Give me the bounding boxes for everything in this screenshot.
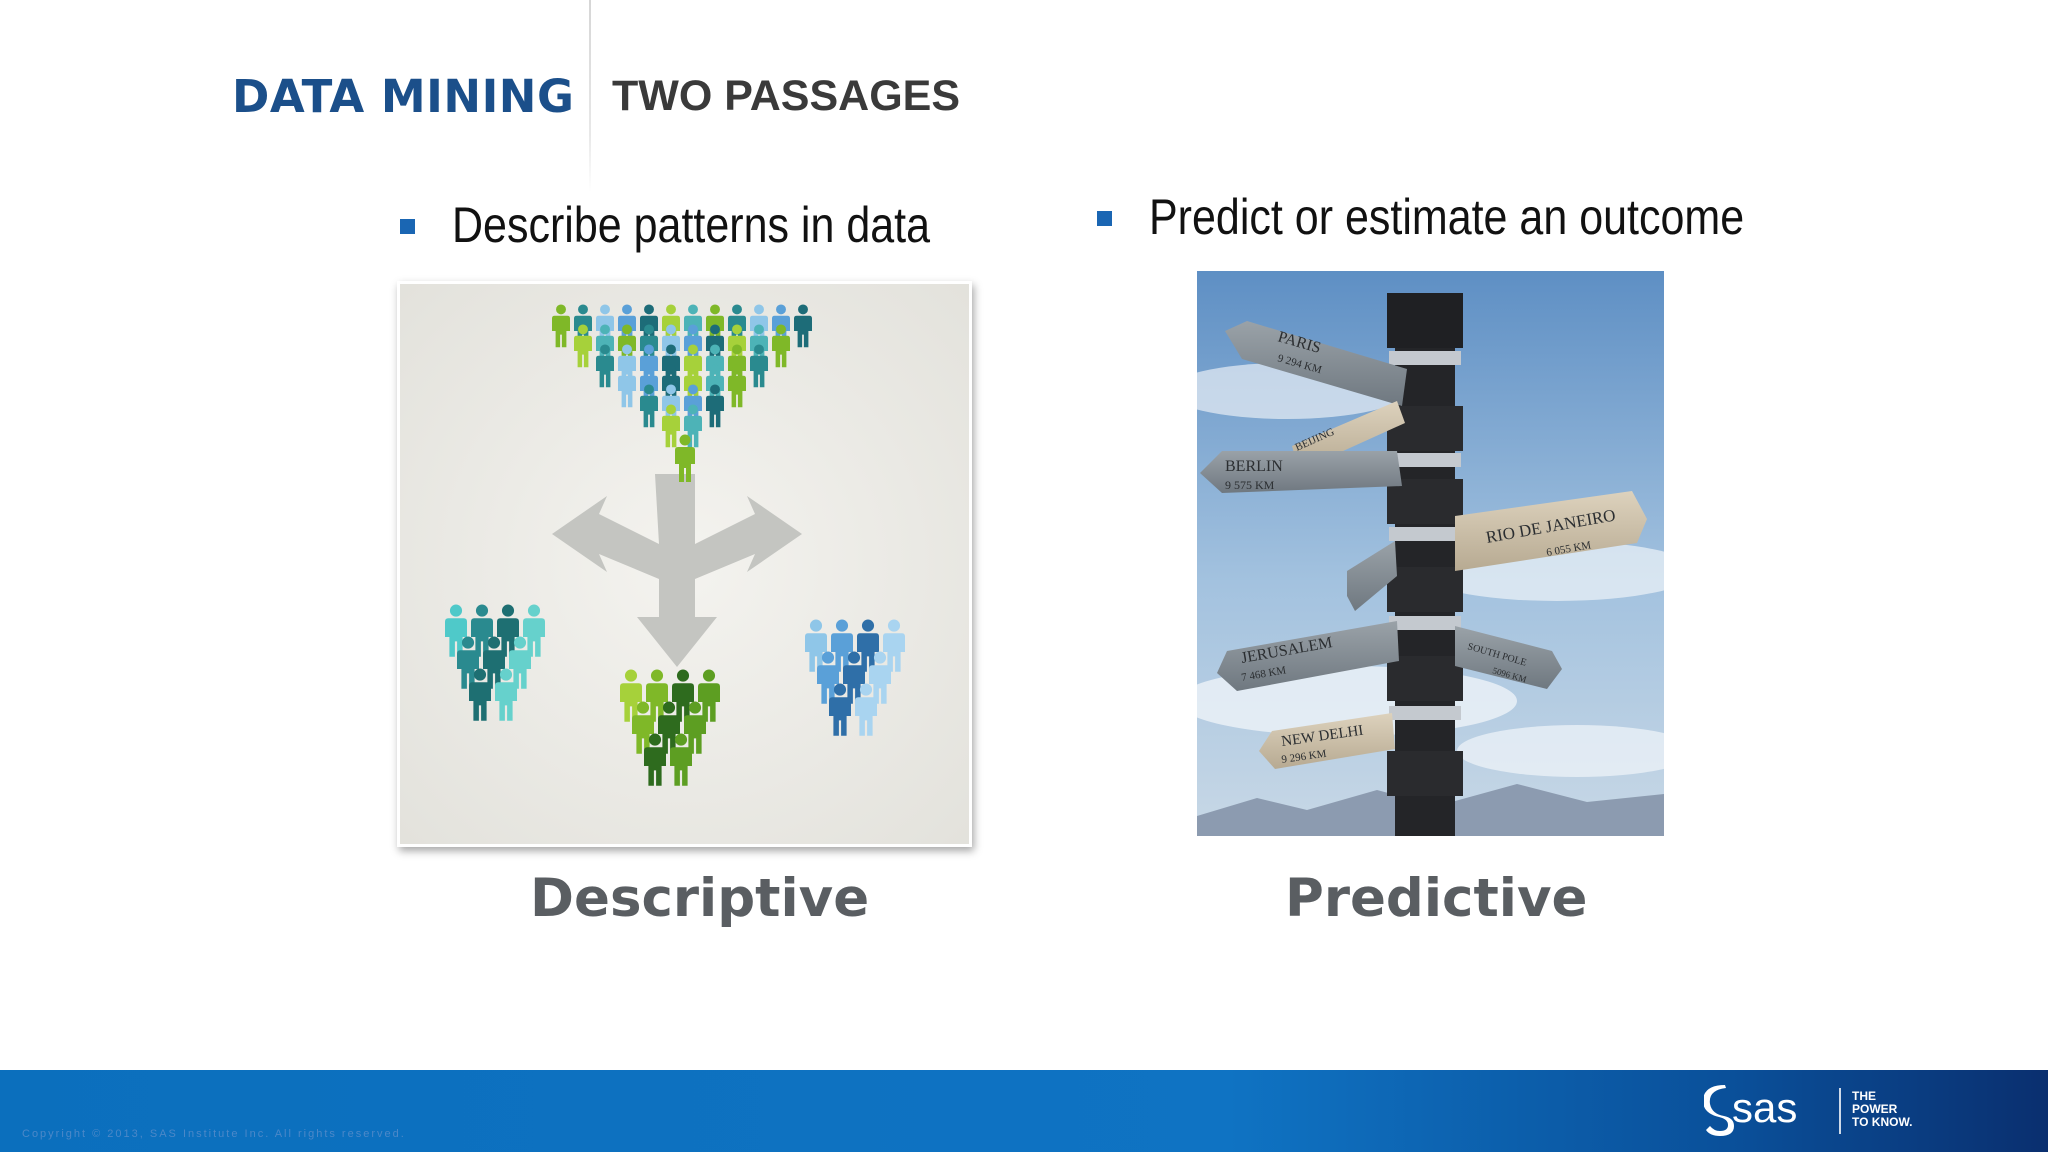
people-clustering-illustration [397,281,972,847]
copyright-text: Copyright © 2013, SAS Institute Inc. All… [22,1128,406,1140]
bullet-square-icon [1097,211,1112,226]
slide-title: DATA MINING [232,70,575,123]
signpost-photo: PARIS 9 294 KM BEIJING BERLIN 9 575 KM R… [1197,271,1664,836]
svg-text:POWER: POWER [1852,1102,1898,1116]
footer-bar [0,1070,2048,1152]
bullet-descriptive: Describe patterns in data [452,197,931,253]
slide-subtitle: TWO PASSAGES [612,72,961,120]
svg-text:TO KNOW.: TO KNOW. [1852,1115,1912,1129]
caption-predictive: Predictive [1285,868,1588,929]
bullet-square-icon [400,219,415,234]
sign-berlin: BERLIN [1225,458,1283,475]
title-divider [589,0,591,192]
sas-logo: sas THE POWER TO KNOW. [1702,1080,1964,1144]
svg-text:THE: THE [1852,1089,1876,1103]
svg-text:sas: sas [1732,1084,1797,1131]
bullet-predictive: Predict or estimate an outcome [1149,189,1745,245]
svg-text:9 575 KM: 9 575 KM [1225,478,1275,492]
caption-descriptive: Descriptive [530,868,870,929]
